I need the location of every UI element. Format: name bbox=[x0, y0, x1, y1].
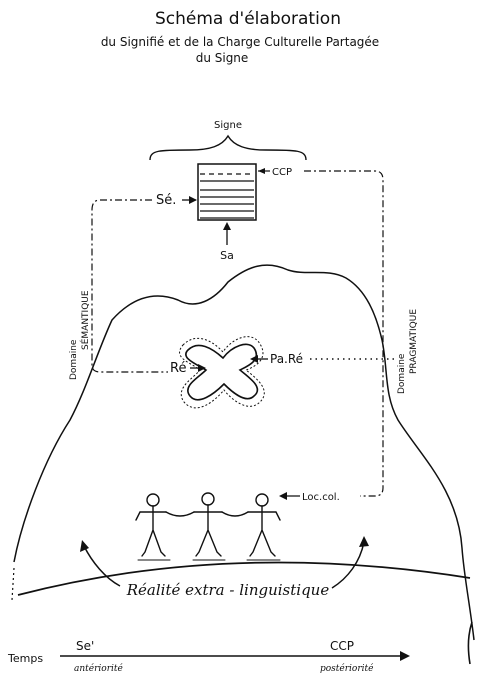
loc-col-label: Loc.col. bbox=[302, 492, 340, 503]
referent-cross bbox=[186, 344, 258, 399]
re-label: Ré bbox=[170, 361, 186, 376]
temps-label: Temps bbox=[7, 652, 43, 665]
realite-arrowhead-left bbox=[80, 540, 89, 552]
sign-box-lines bbox=[200, 174, 254, 218]
title-line-1: Schéma d'élaboration bbox=[155, 9, 341, 29]
title-line-3: du Signe bbox=[196, 51, 249, 65]
domaine-left-1: Domaine bbox=[69, 339, 79, 380]
stick-figures bbox=[136, 493, 280, 560]
ccp-arrowhead bbox=[258, 168, 265, 174]
loc-col-arrowhead bbox=[279, 492, 287, 500]
se-arrowhead bbox=[189, 196, 197, 204]
domaine-right-1: Domaine bbox=[397, 353, 407, 394]
left-edge-dots bbox=[12, 568, 14, 600]
realite-label: Réalité extra - linguistique bbox=[126, 581, 330, 599]
time-left-label: Se' bbox=[76, 639, 94, 653]
pa-re-label: Pa.Ré bbox=[270, 352, 303, 366]
time-right-sub: postériorité bbox=[320, 663, 374, 674]
domaine-right-2: PRAGMATIQUE bbox=[409, 309, 419, 374]
signe-label: Signe bbox=[214, 120, 242, 131]
sa-label: Sa bbox=[220, 249, 234, 262]
right-edge-stroke bbox=[468, 622, 472, 664]
ccp-label: CCP bbox=[272, 167, 292, 178]
time-right-label: CCP bbox=[330, 639, 354, 653]
pragmatic-path bbox=[304, 171, 383, 496]
domaine-left-2: SÉMANTIQUE bbox=[79, 290, 91, 350]
time-left-sub: antériorité bbox=[74, 663, 124, 674]
signe-brace bbox=[150, 136, 306, 160]
sa-arrowhead bbox=[223, 222, 231, 230]
realite-arrowhead-right bbox=[359, 536, 369, 547]
se-label: Sé. bbox=[156, 193, 176, 208]
semantic-path bbox=[92, 200, 168, 372]
sign-box bbox=[198, 164, 256, 220]
time-axis-arrowhead bbox=[400, 651, 410, 661]
title-line-2: du Signifié et de la Charge Culturelle P… bbox=[101, 35, 379, 49]
